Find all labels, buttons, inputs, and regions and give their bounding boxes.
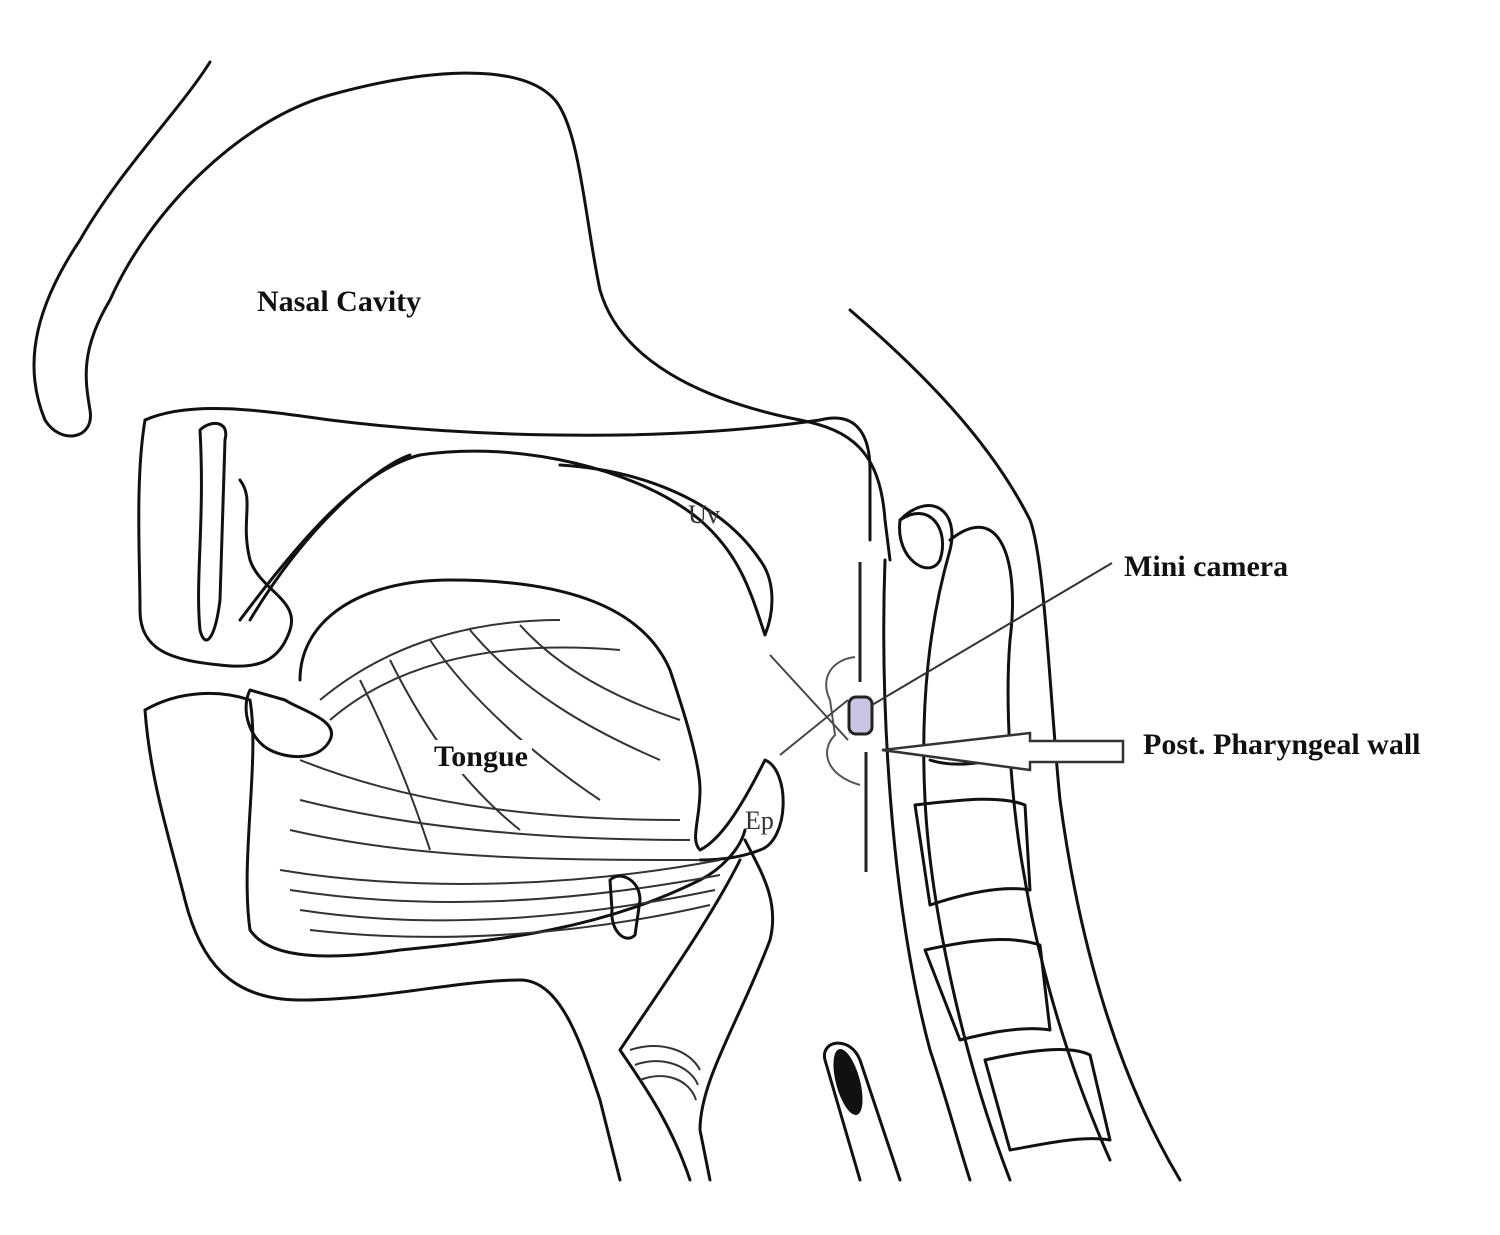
soft-palate: [250, 455, 410, 620]
label-epiglottis: Ep: [745, 806, 774, 836]
label-post-pharyngeal-wall: Post. Pharyngeal wall: [1143, 728, 1421, 762]
upper-teeth: [199, 423, 226, 640]
spine-anterior: [900, 506, 1010, 1180]
pharyngeal-wall-line: [884, 560, 970, 1180]
atlas: [900, 514, 943, 568]
larynx-muscles: [630, 1046, 700, 1100]
label-nasal-cavity: Nasal Cavity: [257, 285, 421, 319]
label-tongue: Tongue: [430, 740, 532, 774]
view-cone-upper: [770, 655, 848, 740]
chin-neck-outline: [145, 710, 620, 1180]
airway-lumen: [828, 1046, 869, 1118]
label-mini-camera: Mini camera: [1124, 550, 1288, 584]
floor-muscles: [280, 860, 720, 937]
face-outline: [34, 62, 890, 560]
label-uvula: Uv: [688, 500, 720, 530]
pharyngeal-wall-arrow: [882, 733, 1123, 770]
tongue-outline: [300, 580, 783, 860]
hard-palate: [240, 451, 772, 635]
palate-outline: [145, 408, 870, 540]
spine-posterior: [950, 527, 1110, 1160]
mini-camera-leader: [872, 563, 1112, 705]
mini-camera: [849, 697, 872, 734]
lower-lip: [246, 690, 332, 757]
